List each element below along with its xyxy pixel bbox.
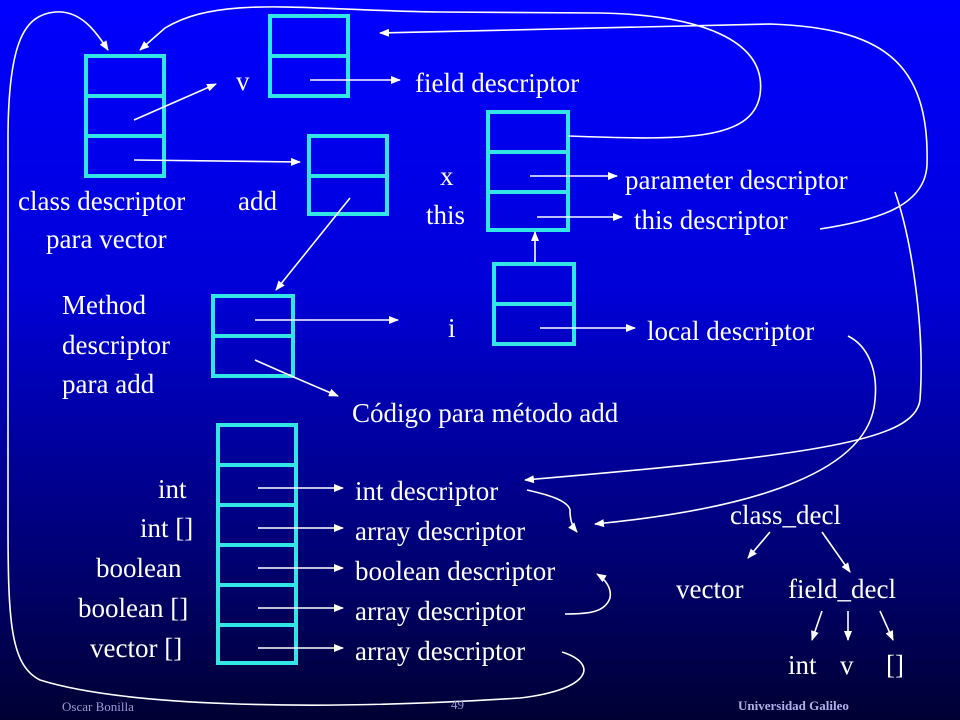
arrow-v-entry xyxy=(133,83,217,121)
label-type-boolean: boolean xyxy=(96,553,182,583)
curve-int-desc-to-array xyxy=(526,489,578,533)
arrow-method-to-code xyxy=(254,359,339,397)
label-add: add xyxy=(238,186,277,216)
label-method-3: para add xyxy=(62,369,155,399)
method-scope-box xyxy=(486,110,570,232)
label-type-int-array: int [] xyxy=(140,513,194,543)
label-this: this xyxy=(426,200,466,230)
label-desc-boolean: boolean descriptor xyxy=(355,556,556,586)
label-i: i xyxy=(448,313,456,343)
curve-vector-array-to-class xyxy=(7,11,585,706)
tree-edge-root-right xyxy=(821,531,851,573)
label-method-1: Method xyxy=(62,290,146,320)
tree-right: field_decl xyxy=(788,574,896,604)
global-types-box xyxy=(216,423,298,665)
footer-page-number: 49 xyxy=(451,697,464,712)
label-desc-int: int descriptor xyxy=(355,476,499,506)
tree-leaf-brackets: [] xyxy=(886,650,904,680)
add-method-box xyxy=(307,134,389,216)
class-descriptor-box xyxy=(84,54,166,178)
tree-edge-right-leaf3 xyxy=(879,610,894,641)
label-this-descriptor: this descriptor xyxy=(634,205,788,235)
label-desc-array-2: array descriptor xyxy=(355,596,526,626)
tree-edge-right-leaf1 xyxy=(811,610,823,641)
label-class-descriptor: class descriptor xyxy=(18,186,186,216)
curve-this-to-class xyxy=(139,6,762,139)
method-descriptor-box xyxy=(211,294,295,378)
label-x: x xyxy=(440,161,454,191)
curve-this-descriptor-to-v xyxy=(379,23,928,230)
v-field-box xyxy=(268,14,350,98)
label-type-int: int xyxy=(158,474,187,504)
label-type-boolean-array: boolean [] xyxy=(78,593,189,623)
label-type-vector-array: vector [] xyxy=(90,633,183,663)
tree-left: vector xyxy=(676,574,744,604)
tree-root: class_decl xyxy=(730,500,841,530)
label-desc-array-1: array descriptor xyxy=(355,516,526,546)
curve-array-to-boolean xyxy=(564,573,612,615)
label-parameter-descriptor: parameter descriptor xyxy=(625,165,848,195)
label-field-descriptor: field descriptor xyxy=(415,68,580,98)
local-scope-box xyxy=(492,262,576,346)
footer-author: Oscar Bonilla xyxy=(62,699,134,714)
tree-leaf-int: int xyxy=(788,650,817,680)
tree-edge-root-left xyxy=(747,531,771,559)
label-para-vector: para vector xyxy=(46,224,167,254)
curve-local-to-int-array xyxy=(594,335,877,528)
footer-university: Universidad Galileo xyxy=(738,698,849,713)
label-desc-array-3: array descriptor xyxy=(355,636,526,666)
arrow-add-entry xyxy=(133,157,301,166)
label-v: v xyxy=(236,66,250,96)
arrow-add-to-method xyxy=(275,197,351,291)
label-codigo: Código para método add xyxy=(352,398,619,428)
label-local-descriptor: local descriptor xyxy=(647,316,815,346)
label-method-2: descriptor xyxy=(62,330,170,360)
tree-leaf-v: v xyxy=(840,650,854,680)
curve-param-to-int xyxy=(524,191,922,484)
